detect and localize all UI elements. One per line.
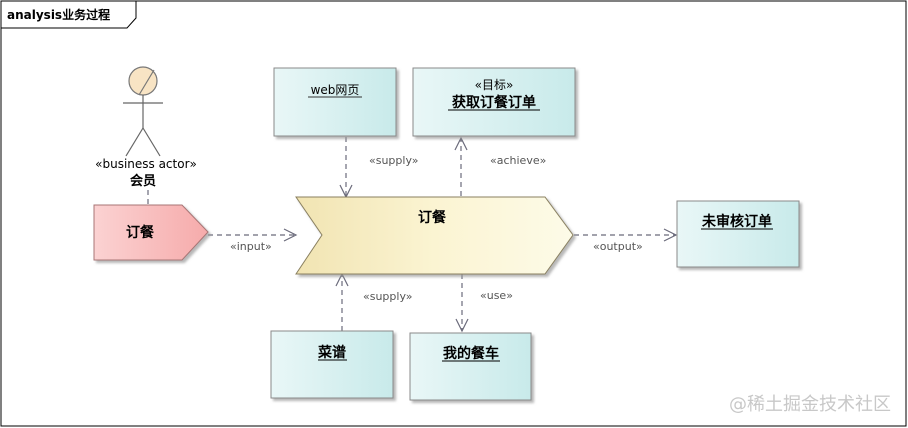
- process-orderfood[interactable]: 订餐: [295, 196, 574, 275]
- process-shape: [295, 196, 574, 275]
- actor-stereotype: «business actor»: [95, 157, 197, 171]
- input-object-orderfood[interactable]: 订餐: [93, 204, 209, 261]
- use-arrow: [455, 274, 469, 333]
- frame-title: analysis业务过程: [7, 7, 110, 22]
- input-object-shape: [93, 204, 209, 261]
- output-arrow: [574, 228, 678, 242]
- input-object-label: 订餐: [126, 224, 155, 241]
- object-menu[interactable]: 菜谱: [270, 330, 394, 399]
- goal-label: 获取订餐订单: [452, 94, 536, 111]
- cart-label: 我的餐车: [443, 345, 499, 362]
- actor-icon: [123, 66, 163, 157]
- goal-stereotype: «目标»: [475, 78, 514, 92]
- actor-name: 会员: [130, 173, 156, 189]
- object-webpage[interactable]: web网页: [273, 67, 397, 137]
- goal-box: [412, 67, 576, 137]
- output-label: «output»: [593, 240, 643, 253]
- input-arrow: [208, 228, 298, 242]
- supply-top-label: «supply»: [369, 154, 419, 167]
- cart-box: [409, 332, 532, 401]
- unreviewed-order-label: 未审核订单: [702, 213, 772, 230]
- object-unreviewed-order[interactable]: 未审核订单: [676, 200, 800, 268]
- business-actor[interactable]: «business actor» 会员: [95, 66, 197, 189]
- webpage-label: web网页: [311, 83, 360, 97]
- unreviewed-order-box: [676, 200, 800, 268]
- object-goal[interactable]: «目标» 获取订餐订单: [412, 67, 576, 137]
- achieve-arrow: [454, 136, 468, 196]
- supply-bottom-label: «supply»: [363, 290, 413, 303]
- connectors: [147, 136, 678, 333]
- achieve-label: «achieve»: [490, 154, 546, 167]
- webpage-box: [273, 67, 397, 137]
- process-label: 订餐: [418, 209, 447, 226]
- object-my-cart[interactable]: 我的餐车: [409, 332, 532, 401]
- menu-box: [270, 330, 394, 399]
- input-label: «input»: [230, 240, 272, 253]
- use-label: «use»: [480, 289, 513, 302]
- menu-label: 菜谱: [317, 344, 346, 361]
- watermark-text: @稀土掘金技术社区: [729, 394, 891, 415]
